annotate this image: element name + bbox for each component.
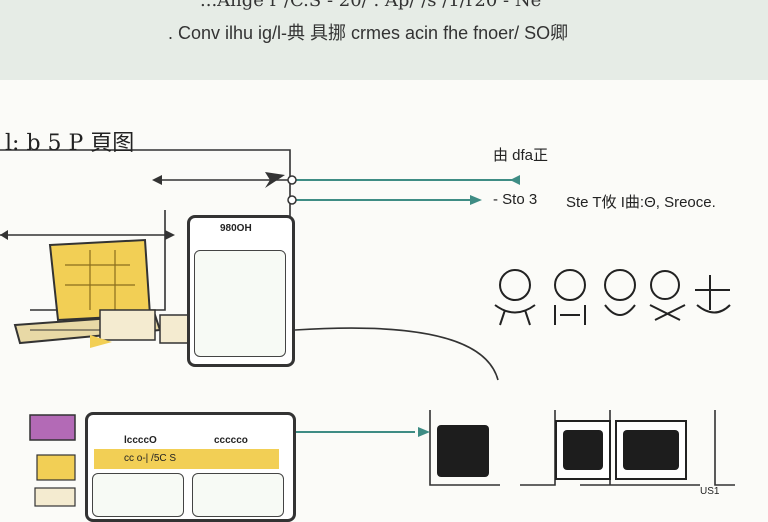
label-right-top: 由 dfa正	[493, 147, 549, 164]
connector-curve	[294, 327, 499, 381]
thumbnail-card	[555, 420, 611, 480]
phone-right-title: ccccco	[214, 435, 248, 446]
thumbnail-icon	[437, 425, 489, 477]
character-doodles-icon	[494, 269, 731, 326]
teal-arrow-icon	[418, 427, 430, 437]
phone-title: 980OH	[220, 223, 252, 234]
phone-card-right	[192, 473, 284, 517]
connector-thumbs	[429, 410, 735, 486]
teal-arrow-icon	[470, 195, 482, 205]
teal-arrow-icon	[510, 175, 520, 185]
shoe-icon	[623, 430, 679, 470]
step-label-left: - Sto 3	[493, 191, 538, 208]
bird-arrow-icon	[265, 172, 285, 188]
phone-left-title: lccccO	[124, 435, 157, 446]
corner-tag: US1	[700, 486, 720, 497]
purple-tag-icon	[29, 414, 76, 507]
header-text-line1: ...Ange r /C.S - 20/ . Ap/ /s /1/r20 - N…	[200, 0, 542, 11]
thumbnail-icon	[563, 430, 603, 470]
header-text-line2: . Conv ilhu ig/l-典 具挪 crmes acin fhe fno…	[168, 23, 569, 43]
phone-mockup-bottom: lccccO ccccco cc o-| /5C S	[85, 412, 296, 522]
arrowhead-icon	[152, 175, 162, 185]
phone-mockup-top: 980OH	[187, 215, 295, 367]
arrowhead-icon	[165, 230, 175, 240]
top-left-label: l: b 5 P 頁图	[5, 131, 135, 156]
phone-screen	[194, 250, 286, 357]
shoe-card	[615, 420, 687, 480]
highlight-bar: cc o-| /5C S	[94, 449, 279, 469]
arrowhead-icon	[0, 230, 8, 240]
diagram-connectors	[0, 149, 735, 486]
phone-card-left	[92, 473, 184, 517]
header-banner: ...Ange r /C.S - 20/ . Ap/ /s /1/r20 - N…	[0, 0, 768, 80]
step-label-right: Ste T攸 I曲:Θ, Sreoce.	[566, 194, 716, 211]
